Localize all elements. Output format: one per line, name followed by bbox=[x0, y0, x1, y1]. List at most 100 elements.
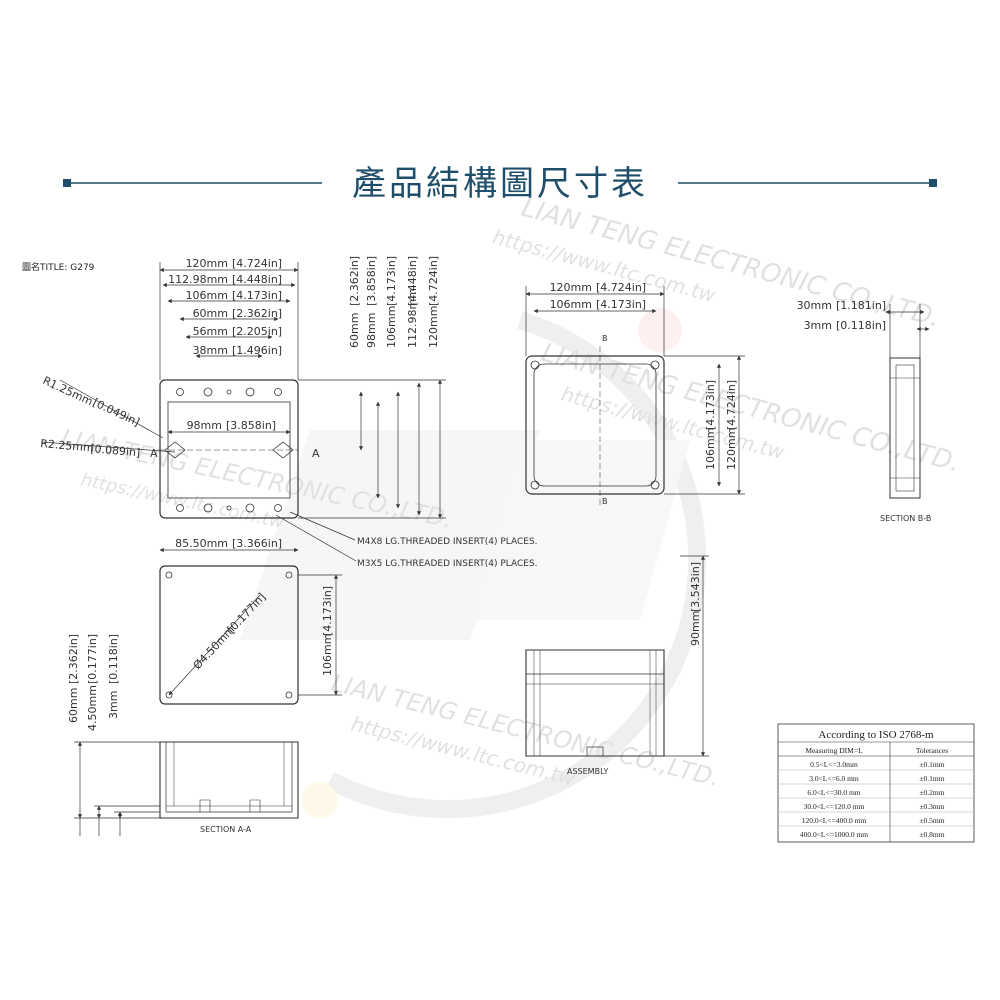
section-b-body bbox=[889, 357, 921, 499]
table-row-lines bbox=[778, 769, 974, 827]
dim-top-mm-3: 60mm bbox=[193, 307, 228, 320]
section-mark-a-left: A bbox=[150, 447, 158, 460]
header: 產品結構圖尺寸表 bbox=[63, 164, 937, 204]
assembly-caption: ASSEMBLY bbox=[567, 767, 608, 776]
lid-inner-width-in: [4.173in] bbox=[596, 298, 646, 311]
dim-top-mm-4: 56mm bbox=[193, 325, 228, 338]
table-row-2-tol: ±0.2mm bbox=[919, 788, 944, 797]
bottom-outer bbox=[159, 565, 299, 705]
section-mark-b-bottom: B bbox=[602, 497, 608, 506]
dim-top-inner-mm: 98mm bbox=[187, 419, 222, 432]
section-b-view bbox=[885, 304, 930, 499]
table-row-3-tol: ±0.3mm bbox=[919, 802, 944, 811]
lid-outer-height-mm: 120mm bbox=[725, 428, 738, 470]
section-b-dim1-in: [1.181in] bbox=[836, 299, 886, 312]
vdim-in-4: [4.724in] bbox=[427, 256, 440, 306]
top-view: A A bbox=[41, 262, 446, 562]
section-a-dim2-mm: 3mm bbox=[107, 691, 120, 719]
bottom-height-mm: 106mm bbox=[321, 634, 334, 676]
section-a-dim2-in: [0.118in] bbox=[107, 634, 120, 684]
section-a-dim1-mm: 4.50mm bbox=[86, 685, 99, 731]
lid-outer bbox=[525, 355, 665, 495]
vdim-in-0: [2.362in] bbox=[348, 256, 361, 306]
table-row-5-tol: ±0.8mm bbox=[919, 830, 944, 839]
dim-top-mm-2: 106mm bbox=[186, 289, 228, 302]
dim-top-in-2: [4.173in] bbox=[232, 289, 282, 302]
section-mark-a-right: A bbox=[312, 447, 320, 460]
radius-1-mm: R1.25mm bbox=[41, 374, 95, 408]
page-title: 產品結構圖尺寸表 bbox=[352, 164, 648, 204]
vdim-mm-2: 106mm bbox=[385, 306, 398, 348]
table-row-3-dim: 30.0<L<=120.0 mm bbox=[804, 802, 865, 811]
bottom-width-in: [3.366in] bbox=[232, 537, 282, 550]
lid-width-in: [4.724in] bbox=[596, 281, 646, 294]
section-a-dim1-in: [0.177in] bbox=[86, 634, 99, 684]
table-row-5-dim: 400.0<L<=1000.0 mm bbox=[800, 830, 868, 839]
header-right-square bbox=[929, 179, 937, 187]
dim-top-in-3: [2.362in] bbox=[232, 307, 282, 320]
dim-top-mm-0: 120mm bbox=[186, 257, 228, 270]
section-a-profile bbox=[159, 741, 299, 819]
table-row-1-tol: ±0.1mm bbox=[919, 774, 944, 783]
dim-top-in-4: [2.205in] bbox=[232, 325, 282, 338]
dim-top-mm-5: 38mm bbox=[193, 344, 228, 357]
section-b-dim2-mm: 3mm bbox=[804, 319, 832, 332]
lid-inner-width-mm: 106mm bbox=[550, 298, 592, 311]
section-a-caption: SECTION A-A bbox=[200, 825, 252, 834]
section-b-caption: SECTION B-B bbox=[880, 514, 931, 523]
lid-inner bbox=[533, 363, 657, 487]
table-row-0-dim: 0.5<L<=3.0mm bbox=[810, 760, 858, 769]
vdim-mm-3: 112.98mm bbox=[406, 288, 419, 348]
lid-width-mm: 120mm bbox=[550, 281, 592, 294]
top-view-outer bbox=[159, 379, 299, 519]
table-row-4-tol: ±0.5mm bbox=[919, 816, 944, 825]
radius-2-in: [0.089in] bbox=[90, 442, 141, 459]
table-frame bbox=[777, 723, 975, 843]
dim-top-in-5: [1.496in] bbox=[232, 344, 282, 357]
assembly-height-in: [3.543in] bbox=[689, 562, 702, 612]
bottom-width-mm: 85.50mm bbox=[175, 537, 228, 550]
top-view-dim-labels: 120mm [4.724in] 112.98mm [4.448in] 106mm… bbox=[40, 257, 538, 569]
vdim-in-3: [4.448in] bbox=[406, 256, 419, 306]
section-mark-b-top: B bbox=[602, 334, 608, 343]
vdim-in-1: [3.858in] bbox=[365, 256, 378, 306]
vdim-mm-4: 120mm bbox=[427, 306, 440, 348]
table-row-0-tol: ±0.1mm bbox=[919, 760, 944, 769]
table-row-1-dim: 3.0<L<=6.0 mm bbox=[809, 774, 859, 783]
note-m3-inserts: M3X5 LG.THREADED INSERT(4) PLACES. bbox=[357, 559, 538, 569]
tolerance-table: According to ISO 2768-m Measuring DIM=L … bbox=[777, 723, 975, 843]
dim-top-in-1: [4.448in] bbox=[232, 273, 282, 286]
lid-height-mm: 106mm bbox=[704, 428, 717, 470]
section-a-labels: 60mm [2.362in] 4.50mm [0.177in] 3mm [0.1… bbox=[67, 634, 252, 834]
vdim-in-2: [4.173in] bbox=[385, 256, 398, 306]
radius-2-mm: R2.25mm bbox=[40, 437, 95, 455]
section-b-labels: 30mm [1.181in] 3mm [0.118in] SECTION B-B bbox=[797, 299, 932, 523]
assembly-view bbox=[525, 555, 709, 757]
vdim-mm-1: 98mm bbox=[365, 313, 378, 348]
drawing-title: 圖名TITLE: G279 bbox=[22, 261, 95, 273]
header-left-square bbox=[63, 179, 71, 187]
table-header-tol: Tolerances bbox=[916, 746, 948, 755]
lid-height-in: [4.173in] bbox=[704, 380, 717, 430]
dim-top-mm-1: 112.98mm bbox=[168, 273, 228, 286]
table-title: According to ISO 2768-m bbox=[818, 729, 934, 741]
lid-screw-holes bbox=[530, 360, 660, 490]
lid-view: B B bbox=[525, 286, 745, 506]
bottom-view bbox=[159, 547, 342, 705]
dim-top-inner-in: [3.858in] bbox=[226, 419, 276, 432]
radius-1-in: [0.049in] bbox=[91, 396, 142, 429]
section-a-dim0-mm: 60mm bbox=[67, 688, 80, 723]
bottom-height-in: [4.173in] bbox=[321, 586, 334, 636]
top-view-insert-holes bbox=[164, 387, 294, 513]
note-m4-inserts: M4X8 LG.THREADED INSERT(4) PLACES. bbox=[357, 537, 538, 547]
lid-dim-labels: 120mm [4.724in] 106mm [4.173in] 106mm [4… bbox=[550, 281, 738, 470]
section-a-view bbox=[74, 741, 299, 836]
dim-top-in-0: [4.724in] bbox=[232, 257, 282, 270]
top-view-dim-lines bbox=[41, 262, 446, 562]
section-a-dim0-in: [2.362in] bbox=[67, 634, 80, 684]
table-rows: 0.5<L<=3.0mm ±0.1mm 3.0<L<=6.0 mm ±0.1mm… bbox=[800, 760, 945, 839]
assembly-height-mm: 90mm bbox=[689, 611, 702, 646]
table-header-dim: Measuring DIM=L bbox=[805, 746, 863, 755]
table-row-4-dim: 120.0<L<=400.0 mm bbox=[802, 816, 867, 825]
